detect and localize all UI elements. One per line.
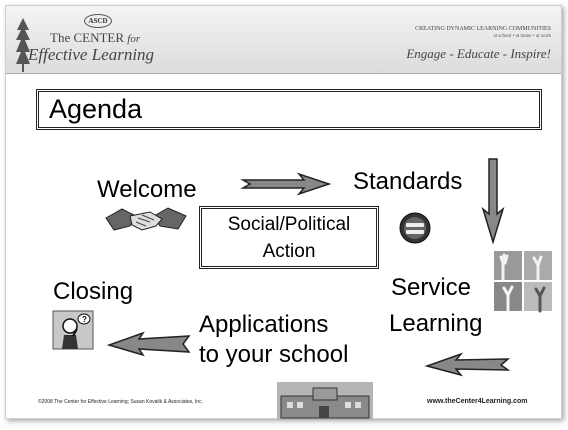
item-social-political-action: Social/Political Action <box>199 206 379 269</box>
slide: ASCD The CENTER for Effective Learning C… <box>5 5 562 420</box>
school-building-image <box>277 382 373 420</box>
arrow-left-lower-icon <box>424 352 511 377</box>
arrow-right-icon <box>240 172 332 196</box>
logo-line1-for: for <box>127 33 141 45</box>
center-logo: ASCD The CENTER for Effective Learning <box>16 12 186 72</box>
item-welcome: Welcome <box>97 176 197 203</box>
agenda-title: Agenda <box>36 89 542 130</box>
logo-badge: ASCD <box>84 14 112 28</box>
item-service-learning-line1: Service <box>391 274 472 301</box>
raised-hands-image <box>494 251 552 313</box>
tagline-motto: Engage - Educate - Inspire! <box>406 46 551 61</box>
item-closing: Closing <box>53 278 134 305</box>
header-banner: ASCD The CENTER for Effective Learning C… <box>6 6 561 74</box>
social-political-line2: Action <box>262 241 316 262</box>
tree-icon <box>16 18 30 72</box>
flow-arrows <box>106 158 511 377</box>
tagline-secondary: at school • at home • at work <box>493 34 551 39</box>
thinking-person-icon: ? <box>52 310 94 350</box>
logo-line1-main: The CENTER <box>50 30 125 45</box>
footer-copyright: ©2008 The Center for Effective Learning;… <box>38 399 203 405</box>
arrow-left-upper-icon <box>106 331 191 357</box>
handshake-icon <box>105 207 187 231</box>
tagline-primary: CREATING DYNAMIC LEARNING COMMUNITIES <box>415 26 551 32</box>
footer-website: www.theCenter4Learning.com <box>427 398 528 405</box>
item-applications-line1: Applications <box>199 311 329 338</box>
item-service-learning-line2: Learning <box>389 310 483 337</box>
item-standards: Standards <box>353 168 463 195</box>
political-badge-icon <box>399 212 431 244</box>
item-applications-line2: to your school <box>199 341 349 368</box>
svg-text:?: ? <box>82 315 87 324</box>
social-political-line1: Social/Political <box>227 214 351 235</box>
logo-line1: The CENTER for <box>50 30 140 46</box>
logo-line2: Effective Learning <box>28 45 155 64</box>
arrow-down-icon <box>481 158 505 245</box>
